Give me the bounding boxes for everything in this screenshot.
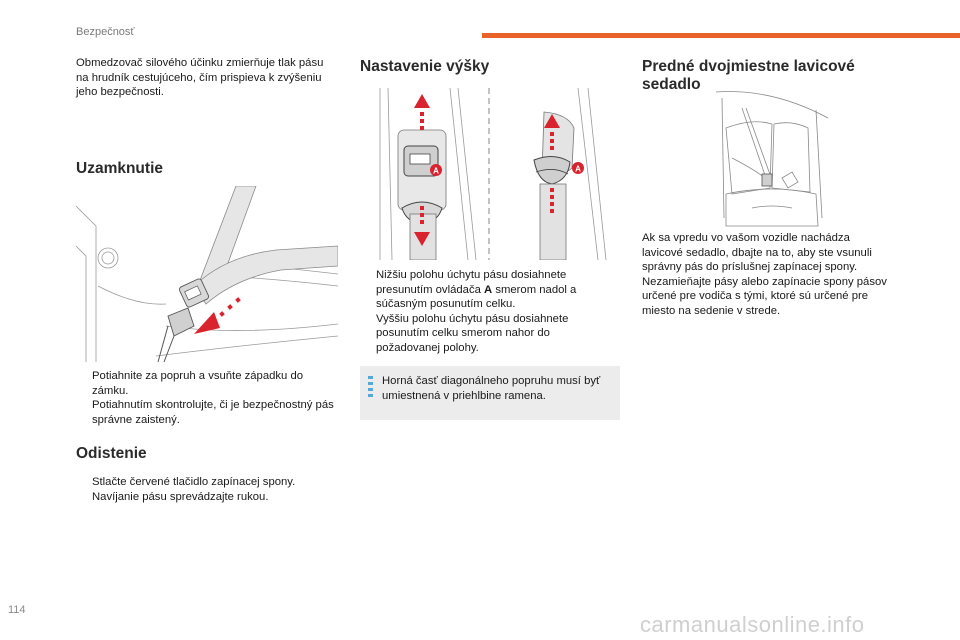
release-heading: Odistenie <box>76 445 147 462</box>
height-adjust-illustration: A A <box>378 87 608 261</box>
height-heading: Nastavenie výšky <box>360 58 490 75</box>
info-icon <box>368 376 373 398</box>
list-item: Vyššiu polohu úchytu pásu dosiahnete pos… <box>376 312 569 354</box>
list-item: Potiahnite za popruh a vsuňte západku do… <box>92 370 304 397</box>
lock-steps: Potiahnite za popruh a vsuňte západku do… <box>76 369 338 427</box>
header-rule <box>482 33 960 38</box>
page-number: 114 <box>8 604 26 616</box>
release-steps: Stlačte červené tlačidlo zapínacej spony… <box>76 475 338 504</box>
height-steps: Nižšiu polohu úchytu pásu dosiahnete pre… <box>360 268 610 356</box>
info-note-text: Horná časť diagonálneho popruhu musí byť… <box>382 375 601 402</box>
watermark: carmanualsonline.info <box>640 612 865 637</box>
list-item: Stlačte červené tlačidlo zapínacej spony… <box>92 476 296 488</box>
callout-a-right: A <box>575 165 581 174</box>
list-item: Nižšiu polohu úchytu pásu dosiahnete pre… <box>376 269 577 311</box>
list-item: Potiahnutím skontrolujte, či je bezpečno… <box>92 399 334 426</box>
section-label: Bezpečnosť <box>76 26 135 38</box>
info-note: Horná časť diagonálneho popruhu musí byť… <box>360 366 620 420</box>
intro-paragraph: Obmedzovač silového účinku zmierňuje tla… <box>76 57 324 99</box>
buckle-illustration <box>75 185 339 363</box>
bench-paragraph: Ak sa vpredu vo vašom vozidle nachádza l… <box>642 232 887 317</box>
callout-a-left: A <box>433 167 439 176</box>
list-item: Navíjanie pásu sprevádzajte rukou. <box>92 490 269 503</box>
lock-heading: Uzamknutie <box>76 160 163 177</box>
bench-heading: Predné dvojmiestne lavicové sedadlo <box>642 58 855 93</box>
bench-seat-illustration <box>712 88 830 228</box>
